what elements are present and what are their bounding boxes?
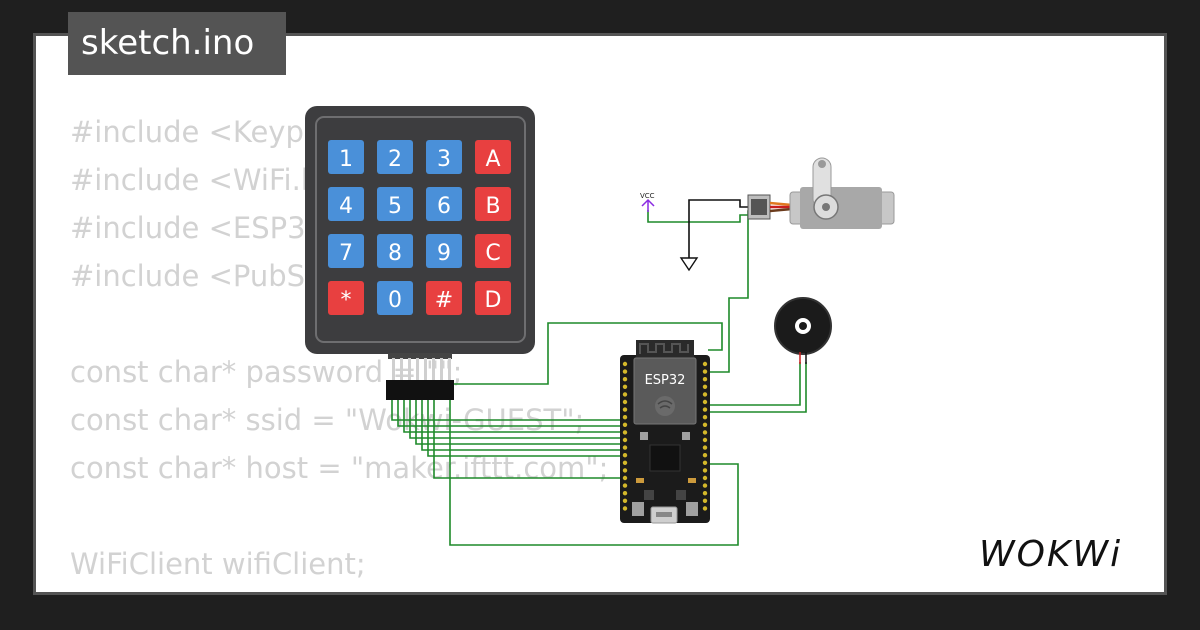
vcc-symbol: VCC — [640, 192, 655, 212]
esp32-pin — [702, 483, 708, 488]
keypad-key-1[interactable]: 1 — [328, 140, 364, 174]
esp32-pin — [702, 453, 708, 458]
keypad-key-label: 1 — [339, 147, 353, 172]
keypad-pin — [440, 358, 443, 382]
esp32-pin — [702, 407, 708, 412]
esp32-pin — [622, 453, 628, 458]
keypad-key-6[interactable]: 6 — [426, 187, 462, 221]
esp32-pin — [622, 422, 628, 427]
keypad-key-label: 9 — [437, 241, 451, 266]
esp32-pin — [622, 392, 628, 397]
esp32-pin — [622, 415, 628, 420]
keypad-key-label: # — [435, 288, 453, 313]
keypad-key-0[interactable]: 0 — [377, 281, 413, 315]
keypad-key-2[interactable]: 2 — [377, 140, 413, 174]
esp32-pin — [702, 361, 708, 367]
keypad-key-label: 5 — [388, 194, 402, 219]
esp32-pin — [622, 445, 628, 450]
keypad-key-label: 8 — [388, 241, 402, 266]
esp32-pin — [622, 437, 628, 443]
piezo-buzzer[interactable] — [774, 297, 832, 364]
keypad-key-label: * — [341, 288, 352, 313]
wokwi-logo: WOKWi — [979, 534, 1122, 575]
keypad-key-*[interactable]: * — [328, 281, 364, 315]
keypad-pin — [392, 358, 395, 382]
keypad-key-A[interactable]: A — [475, 140, 511, 174]
esp32-pin — [702, 369, 708, 374]
servo-motor[interactable] — [747, 157, 895, 229]
esp32-pin — [622, 468, 628, 473]
gnd-symbol — [679, 257, 699, 272]
vcc-label: VCC — [640, 192, 655, 200]
esp32-board[interactable]: ESP32 — [620, 340, 710, 524]
keypad-key-7[interactable]: 7 — [328, 234, 364, 268]
keypad-key-label: 6 — [437, 194, 451, 219]
keypad-key-label: 7 — [339, 241, 353, 266]
esp32-pin — [702, 491, 708, 496]
gnd-wire — [688, 199, 760, 258]
esp32-pin — [702, 430, 708, 435]
esp32-label: ESP32 — [645, 373, 686, 388]
keypad-key-8[interactable]: 8 — [377, 234, 413, 268]
keypad-pin — [408, 358, 411, 382]
keypad-pin — [432, 358, 435, 382]
esp32-pin — [622, 361, 628, 367]
esp32-pin — [702, 392, 708, 397]
esp32-pin — [622, 369, 628, 374]
keypad-pin — [416, 358, 419, 382]
esp32-pin — [702, 399, 708, 405]
keypad-key-9[interactable]: 9 — [426, 234, 462, 268]
keypad-pin — [424, 358, 427, 382]
keypad-pin — [448, 358, 451, 382]
esp32-pin — [622, 384, 628, 389]
keypad-key-label: 3 — [437, 147, 451, 172]
esp32-pin — [622, 491, 628, 496]
keypad-key-label: 0 — [388, 288, 402, 313]
esp32-pin — [702, 384, 708, 389]
esp32-pin — [702, 498, 708, 503]
keypad-key-label: C — [485, 241, 500, 266]
esp32-pin — [702, 422, 708, 427]
keypad-key-B[interactable]: B — [475, 187, 511, 221]
keypad-key-label: B — [485, 194, 500, 219]
keypad-key-5[interactable]: 5 — [377, 187, 413, 221]
keypad-pin — [400, 358, 403, 382]
keypad-key-label: 4 — [339, 194, 353, 219]
keypad-key-C[interactable]: C — [475, 234, 511, 268]
esp32-pin — [702, 415, 708, 420]
esp32-pin — [702, 506, 708, 511]
keypad-4x4[interactable]: 1 2 3 A 4 5 6 B 7 8 9 C * 0 # D — [305, 106, 535, 400]
wokwi-logo-text: WOKWi — [979, 534, 1122, 575]
code-card: #include <Keypad.h>#include <WiFi.h>#inc… — [33, 33, 1167, 595]
keypad-key-label: A — [485, 147, 500, 172]
keypad-key-#[interactable]: # — [426, 281, 462, 315]
keypad-key-4[interactable]: 4 — [328, 187, 364, 221]
esp32-pin — [622, 399, 628, 405]
esp32-pin — [702, 468, 708, 473]
esp32-pin — [622, 407, 628, 412]
code-line: WiFiClient wifiClient; — [70, 547, 366, 581]
esp32-pin — [622, 475, 628, 481]
esp32-pin — [702, 445, 708, 450]
keypad-key-D[interactable]: D — [475, 281, 511, 315]
esp32-pin — [702, 437, 708, 443]
esp32-pin — [622, 498, 628, 503]
keypad-key-label: D — [485, 288, 502, 313]
file-tab[interactable]: sketch.ino — [68, 12, 286, 75]
keypad-key-label: 2 — [388, 147, 402, 172]
esp32-pin — [622, 377, 628, 382]
esp32-pin — [622, 430, 628, 435]
code-line: const char* password = ""; — [70, 355, 463, 389]
esp32-pin — [702, 475, 708, 481]
esp32-pin — [622, 483, 628, 488]
esp32-pin — [622, 460, 628, 465]
keypad-key-3[interactable]: 3 — [426, 140, 462, 174]
esp32-pin — [622, 506, 628, 511]
esp32-pin — [702, 460, 708, 465]
esp32-pin — [702, 377, 708, 382]
